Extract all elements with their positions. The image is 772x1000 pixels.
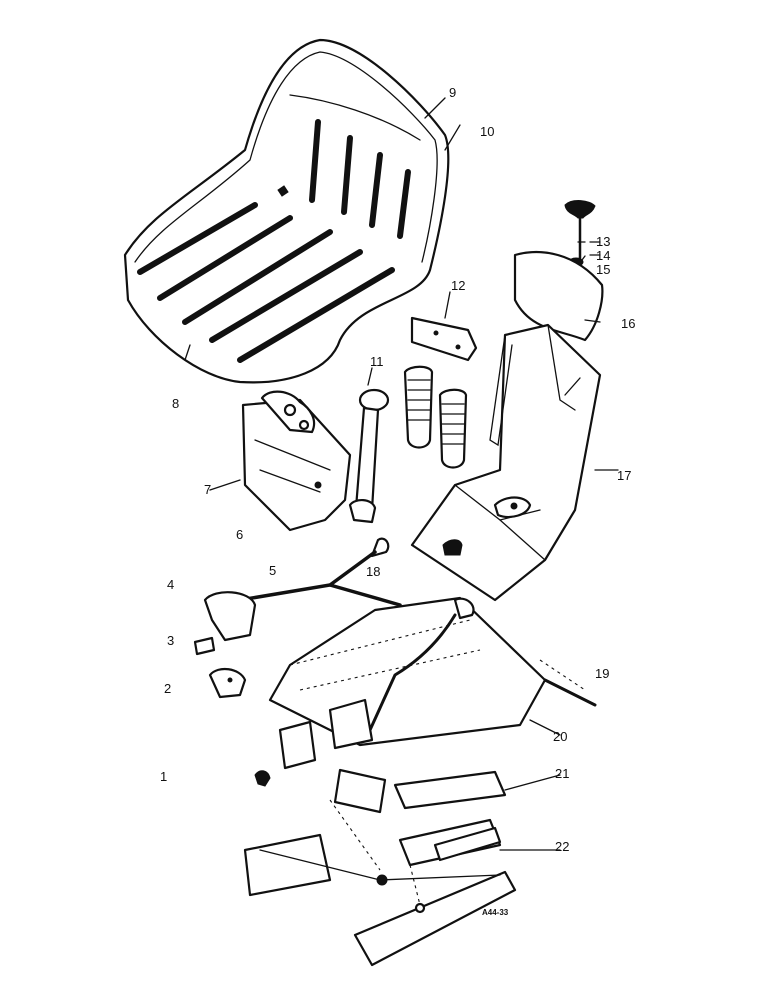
callout-15: 15 [596, 262, 610, 277]
slide-rails [243, 768, 517, 967]
linkage-rod [203, 537, 402, 642]
callout-1: 1 [160, 769, 167, 784]
callout-22: 22 [555, 839, 569, 854]
callout-4: 4 [167, 577, 174, 592]
spring-bracket [410, 316, 478, 362]
callout-10: 10 [480, 124, 494, 139]
leader-lines [209, 97, 619, 851]
callout-6: 6 [236, 527, 243, 542]
adjuster-plate [513, 250, 604, 342]
height-adjuster [241, 390, 352, 532]
pivot-pin [193, 636, 216, 656]
callout-12: 12 [451, 278, 465, 293]
drawing-reference: A44-33 [482, 908, 509, 917]
callout-17: 17 [617, 468, 631, 483]
callout-3: 3 [167, 633, 174, 648]
suspension-springs [403, 365, 468, 469]
lower-frame [254, 596, 597, 787]
callout-7: 7 [204, 482, 211, 497]
callout-16: 16 [621, 316, 635, 331]
adjuster-knob [564, 200, 601, 267]
callout-9: 9 [449, 85, 456, 100]
seat-pan [123, 38, 450, 384]
callout-14: 14 [596, 248, 610, 263]
clip-bracket [208, 667, 247, 699]
shock-absorber [348, 388, 390, 524]
callout-19: 19 [595, 666, 609, 681]
callout-2: 2 [164, 681, 171, 696]
callout-5: 5 [269, 563, 276, 578]
callout-20: 20 [553, 729, 567, 744]
callout-13: 13 [596, 234, 610, 249]
callout-8: 8 [172, 396, 179, 411]
callout-11: 11 [370, 354, 384, 369]
support-frame [410, 323, 602, 602]
callout-21: 21 [555, 766, 569, 781]
callout-18: 18 [366, 564, 380, 579]
